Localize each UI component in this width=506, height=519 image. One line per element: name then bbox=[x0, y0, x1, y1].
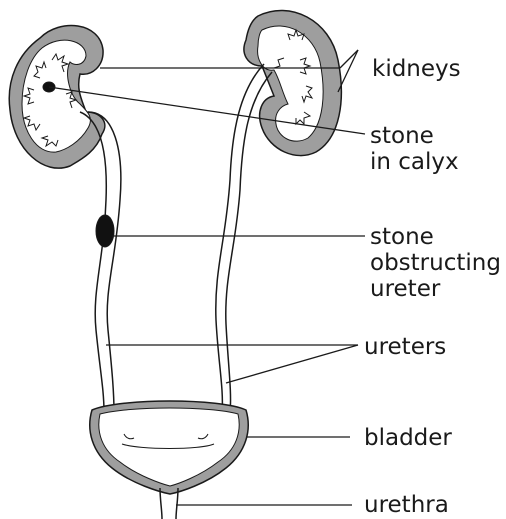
label-stone-in-calyx: stone in calyx bbox=[370, 123, 459, 175]
label-ureters: ureters bbox=[364, 334, 446, 360]
label-bladder: bladder bbox=[364, 425, 452, 451]
leader-kidneys-a bbox=[340, 50, 358, 68]
stone-obstructing-ureter bbox=[96, 215, 114, 247]
right-kidney bbox=[244, 10, 341, 155]
leader-ureters-right bbox=[226, 345, 358, 383]
label-urethra: urethra bbox=[364, 492, 449, 518]
left-kidney bbox=[9, 26, 105, 169]
label-kidneys: kidneys bbox=[372, 56, 461, 82]
bladder bbox=[90, 401, 248, 494]
leader-kidneys-b bbox=[338, 50, 358, 92]
label-stone-obstructing-ureter: stone obstructing ureter bbox=[370, 224, 501, 302]
left-ureter bbox=[80, 112, 121, 412]
